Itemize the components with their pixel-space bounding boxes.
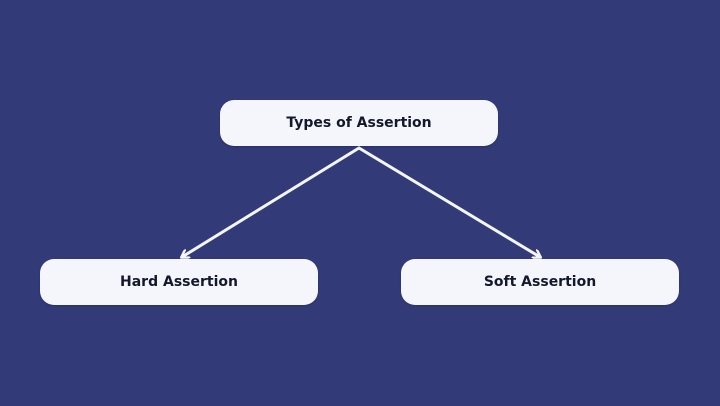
hard-assertion-label: Hard Assertion: [120, 274, 238, 290]
root-node: Types of Assertion: [220, 100, 498, 146]
arrow-to-hard-assertion: [182, 146, 361, 257]
root-node-label: Types of Assertion: [286, 115, 432, 131]
hard-assertion-node: Hard Assertion: [40, 259, 318, 305]
soft-assertion-node: Soft Assertion: [401, 259, 679, 305]
soft-assertion-label: Soft Assertion: [483, 274, 597, 290]
arrow-to-soft-assertion: [357, 146, 540, 257]
